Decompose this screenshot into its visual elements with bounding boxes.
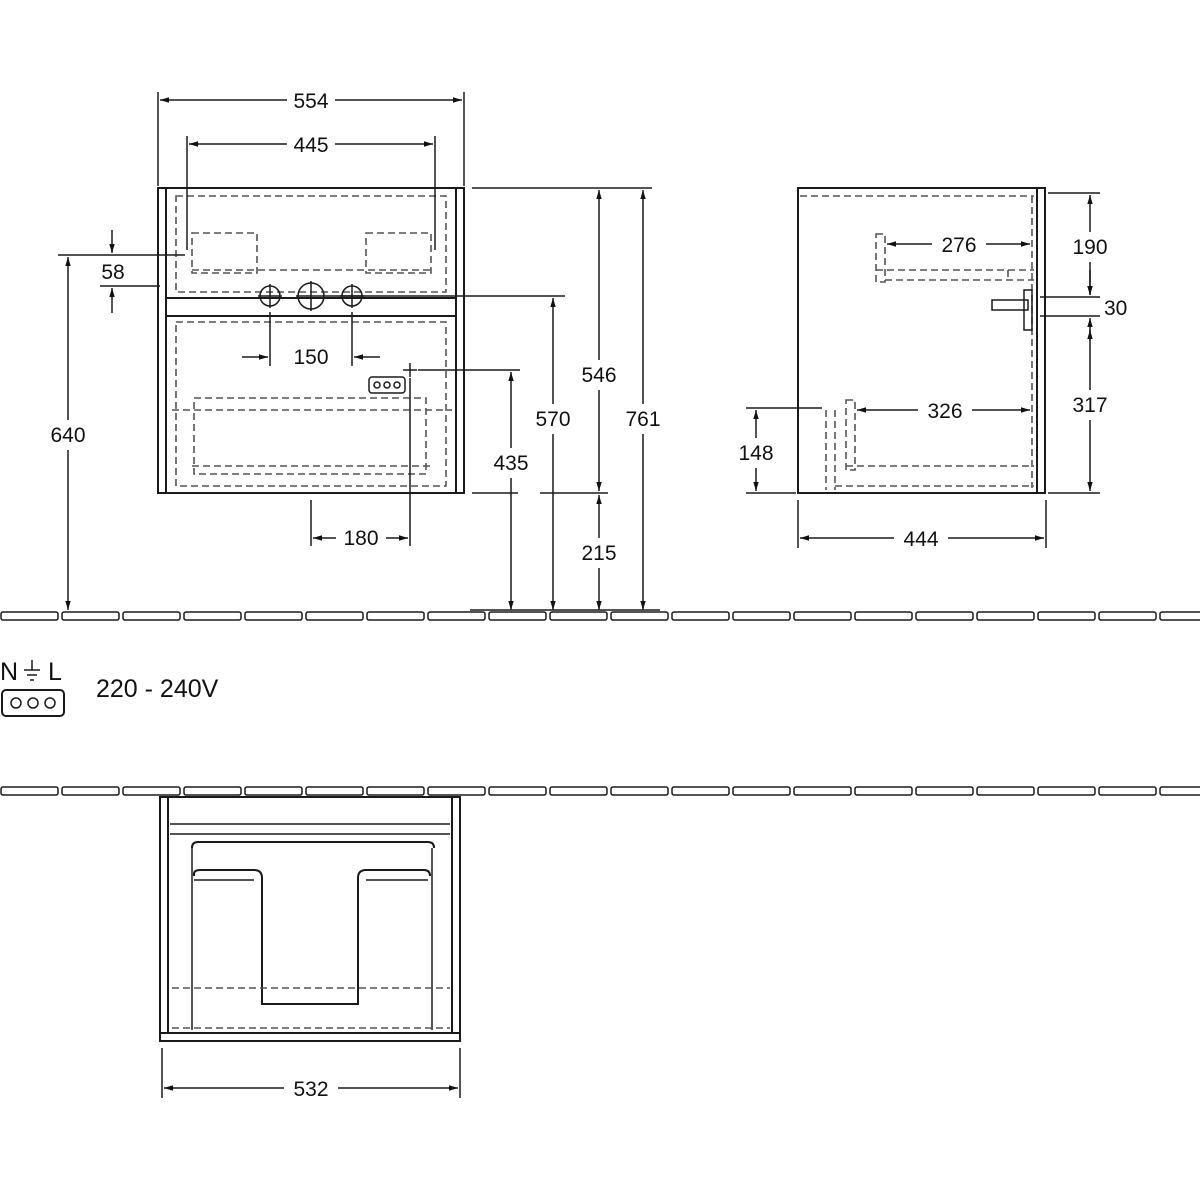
floor-segment bbox=[183, 786, 242, 796]
floor-segment bbox=[854, 611, 913, 621]
dimension-640: 640 bbox=[50, 424, 85, 447]
dimension-444: 444 bbox=[903, 528, 938, 551]
floor-segment bbox=[1098, 611, 1157, 621]
floor-segment bbox=[671, 611, 730, 621]
dimension-150: 150 bbox=[293, 346, 328, 369]
floor-line bbox=[0, 611, 1200, 621]
floor-segment bbox=[915, 786, 974, 796]
dimension-148: 148 bbox=[738, 442, 773, 465]
floor-segment bbox=[1037, 611, 1096, 621]
floor-segment bbox=[122, 611, 181, 621]
dimension-546: 546 bbox=[581, 364, 616, 387]
dimension-532: 532 bbox=[293, 1078, 328, 1101]
dimension-180: 180 bbox=[343, 527, 378, 550]
floor-segment bbox=[0, 786, 59, 796]
floor-segment bbox=[610, 611, 669, 621]
floor-segment bbox=[488, 786, 547, 796]
floor-segment bbox=[488, 611, 547, 621]
neutral-label: N bbox=[0, 658, 18, 686]
floor-segment bbox=[793, 786, 852, 796]
dimension-445: 445 bbox=[293, 134, 328, 157]
socket-icon bbox=[1, 689, 65, 717]
floor-segment bbox=[427, 611, 486, 621]
floor-segment bbox=[549, 611, 608, 621]
floor-segment bbox=[549, 786, 608, 796]
floor-segment bbox=[244, 786, 303, 796]
floor-segment bbox=[244, 611, 303, 621]
floor-segment bbox=[732, 611, 791, 621]
dimension-435: 435 bbox=[493, 452, 528, 475]
dimension-58: 58 bbox=[101, 261, 124, 284]
floor-segment bbox=[610, 786, 669, 796]
dimension-276: 276 bbox=[941, 234, 976, 257]
side-view: 276 190 30 326 317 148 444 bbox=[730, 187, 1127, 552]
floor-segment bbox=[61, 786, 120, 796]
floor-segment bbox=[854, 786, 913, 796]
floor-segment bbox=[61, 611, 120, 621]
floor-segment bbox=[366, 786, 425, 796]
top-view: 532 bbox=[159, 796, 461, 1102]
dimension-215: 215 bbox=[581, 542, 616, 565]
floor-segment bbox=[305, 786, 364, 796]
ground-icon bbox=[24, 660, 40, 681]
dimension-326: 326 bbox=[927, 400, 962, 423]
drain-pipe-icon bbox=[991, 289, 1033, 331]
floor-segment bbox=[427, 786, 486, 796]
floor-segment bbox=[183, 611, 242, 621]
dimension-190: 190 bbox=[1072, 236, 1107, 259]
front-view: 554 445 58 640 150 180 435 570 546 761 2… bbox=[44, 86, 668, 611]
voltage-label: 220 - 240V bbox=[96, 675, 219, 703]
wall-line bbox=[0, 786, 1200, 796]
floor-segment bbox=[122, 786, 181, 796]
dimension-30: 30 bbox=[1104, 297, 1127, 320]
floor-segment bbox=[1159, 611, 1200, 621]
floor-segment bbox=[1098, 786, 1157, 796]
floor-segment bbox=[1037, 786, 1096, 796]
socket-icon bbox=[368, 363, 417, 394]
dimension-570: 570 bbox=[535, 408, 570, 431]
floor-segment bbox=[671, 786, 730, 796]
floor-segment bbox=[0, 611, 59, 621]
floor-segment bbox=[366, 611, 425, 621]
floor-segment bbox=[976, 611, 1035, 621]
electrical-symbol: N L 220 - 240V bbox=[0, 658, 219, 717]
floor-segment bbox=[305, 611, 364, 621]
dimension-761: 761 bbox=[625, 408, 660, 431]
floor-segment bbox=[976, 786, 1035, 796]
live-label: L bbox=[48, 658, 62, 686]
floor-segment bbox=[915, 611, 974, 621]
floor-segment bbox=[793, 611, 852, 621]
floor-segment bbox=[1159, 786, 1200, 796]
dimension-317: 317 bbox=[1072, 394, 1107, 417]
floor-segment bbox=[732, 786, 791, 796]
dimension-554: 554 bbox=[293, 90, 328, 113]
